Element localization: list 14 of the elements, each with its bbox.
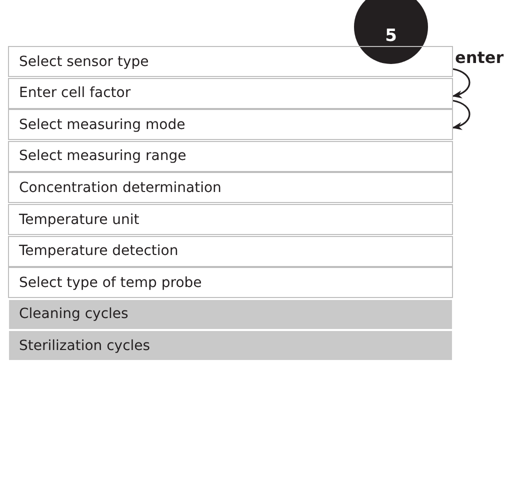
curved-arrow <box>452 68 470 98</box>
menu-item: Select sensor type <box>8 46 453 77</box>
menu-item: Temperature unit <box>8 204 453 235</box>
menu-item: Temperature detection <box>8 236 453 267</box>
menu-item: Concentration determination <box>8 172 453 204</box>
menu-item: Cleaning cycles <box>8 298 453 330</box>
menu-item: Select measuring range <box>8 140 453 172</box>
step-number-badge: 5 <box>354 0 428 64</box>
menu-item: Enter cell factor <box>8 78 453 109</box>
curved-arrow <box>452 100 470 130</box>
menu-item: Sterilization cycles <box>8 330 453 362</box>
menu-item: Select measuring mode <box>8 109 453 140</box>
menu-item: Select type of temp probe <box>8 267 453 298</box>
key-label: enter <box>455 48 504 67</box>
